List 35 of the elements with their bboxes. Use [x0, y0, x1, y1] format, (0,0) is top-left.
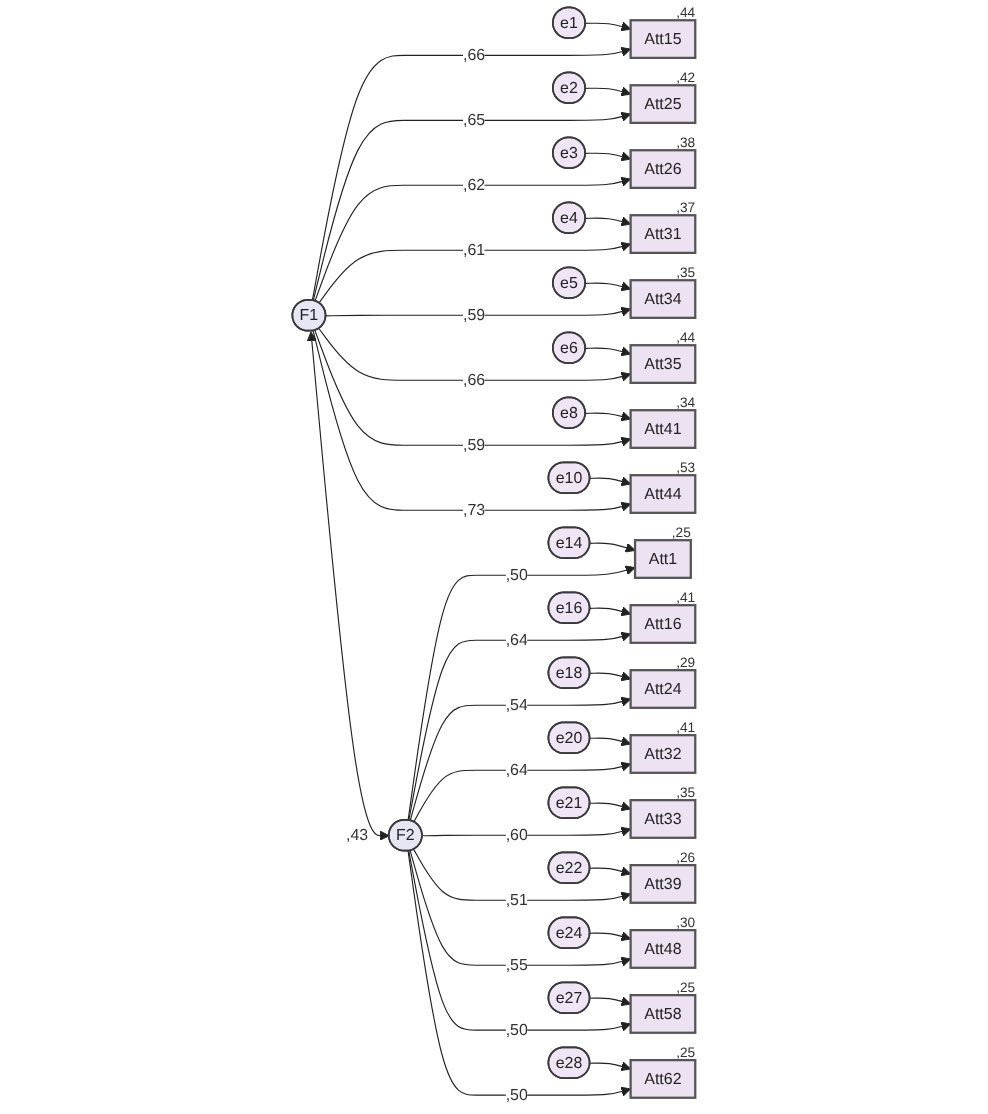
arrow: [585, 216, 632, 227]
arrow: [589, 476, 632, 487]
arrow: [585, 281, 632, 292]
arrow: [585, 411, 632, 422]
arrow: [413, 761, 632, 823]
arrow: [314, 176, 632, 302]
arrow: [589, 671, 632, 682]
arrow: [585, 346, 632, 357]
arrow: [585, 21, 632, 32]
arrow: [589, 866, 632, 877]
arrow: [407, 565, 636, 821]
arrow: [589, 1061, 632, 1072]
arrow: [585, 86, 632, 97]
arrow: [409, 696, 632, 822]
arrow: [413, 849, 632, 902]
arrow: [409, 850, 632, 967]
arrow: [325, 306, 632, 317]
arrow: [311, 46, 632, 302]
arrow: [589, 801, 632, 812]
arrow: [421, 826, 632, 837]
arrow: [589, 736, 632, 747]
arrow: [306, 331, 390, 841]
arrow: [589, 606, 632, 617]
arrow: [318, 328, 632, 382]
arrow: [314, 330, 632, 447]
arrow: [318, 241, 632, 304]
arrow: [407, 850, 632, 1097]
arrow: [589, 931, 632, 942]
arrow: [408, 631, 632, 822]
arrow: [585, 151, 632, 162]
arrow: [312, 111, 632, 302]
arrow: [312, 330, 632, 512]
arrow: [408, 850, 632, 1032]
arrow: [589, 542, 636, 553]
arrow: [589, 996, 632, 1007]
